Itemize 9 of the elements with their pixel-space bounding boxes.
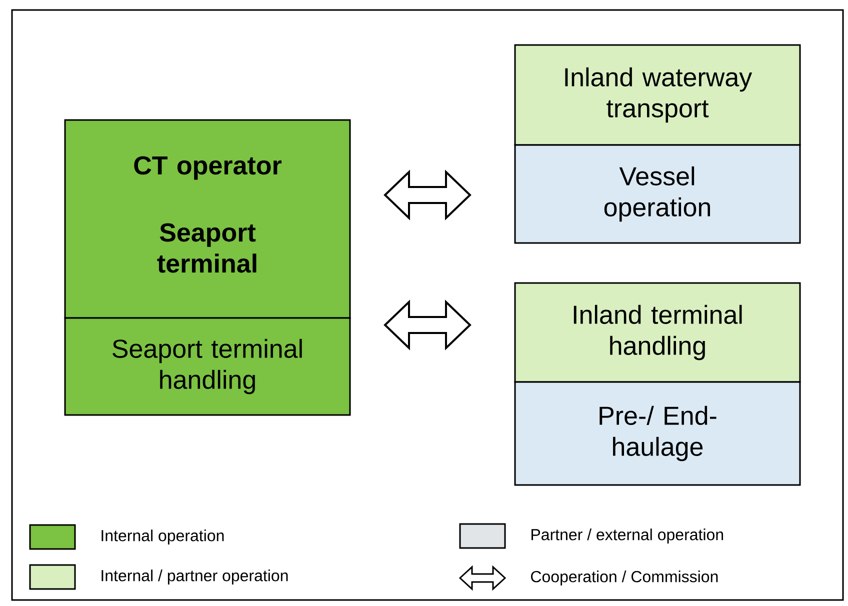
legend-label: Internal operation <box>102 530 224 544</box>
process-box: Seaport terminal handling <box>64 317 351 416</box>
process-box: Vessel operation <box>514 144 801 244</box>
legend-label: Cooperation / Commission <box>531 570 718 586</box>
process-box: Inland terminal handling <box>514 282 801 383</box>
process-box: Pre-/ End-haulage <box>514 381 801 486</box>
process-box: Inland waterway transport <box>514 44 801 146</box>
legend-label: Internal / partner operation <box>102 570 288 584</box>
legend-label: Partner / external operation <box>532 528 724 544</box>
